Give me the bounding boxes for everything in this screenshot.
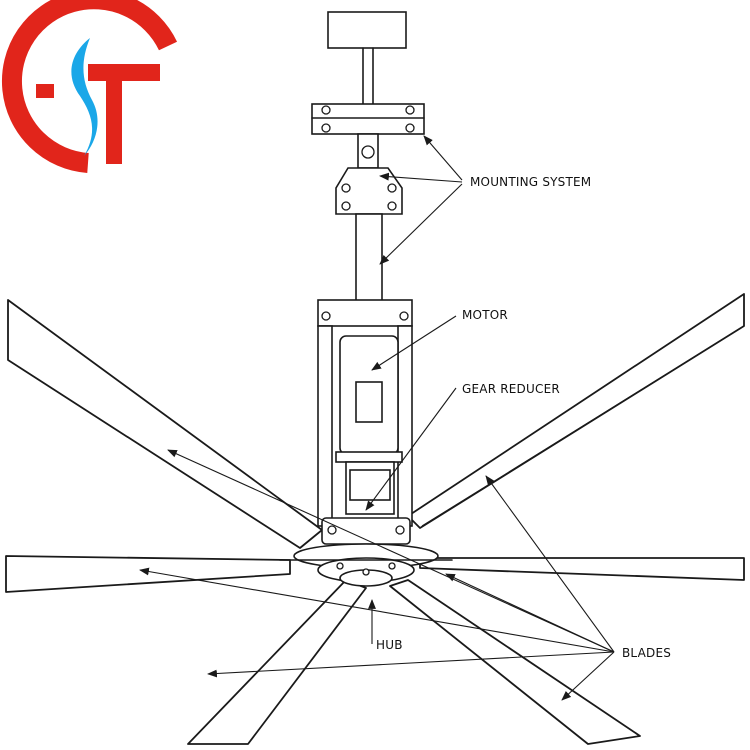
extension-tube — [355, 213, 383, 307]
logo-t-stem — [106, 64, 122, 164]
blade-upper-right-edge — [421, 325, 745, 527]
ceiling-plate — [327, 11, 407, 49]
blade-right — [419, 557, 745, 581]
label-blades: BLADES — [622, 646, 671, 660]
blade-left — [5, 555, 291, 593]
leader-lines — [139, 135, 615, 701]
blade-lower-right — [389, 579, 641, 745]
logo-c-arc — [2, 0, 178, 173]
label-hub: HUB — [376, 638, 403, 652]
hub — [279, 543, 453, 587]
motor-assembly — [317, 299, 413, 545]
blade-upper-right — [407, 293, 745, 529]
logo-c-notch — [36, 84, 54, 98]
company-logo — [2, 0, 178, 173]
blade-lower-left — [187, 579, 367, 745]
label-motor: MOTOR — [462, 308, 508, 322]
beam-clamp — [311, 103, 425, 135]
logo-s-swoosh — [71, 38, 98, 156]
logo-t-bar — [88, 64, 160, 81]
label-mounting-system: MOUNTING SYSTEM — [470, 175, 591, 189]
blade-upper-left — [7, 299, 323, 549]
mounting-system — [311, 11, 425, 307]
label-gear-reducer: GEAR REDUCER — [462, 382, 560, 396]
